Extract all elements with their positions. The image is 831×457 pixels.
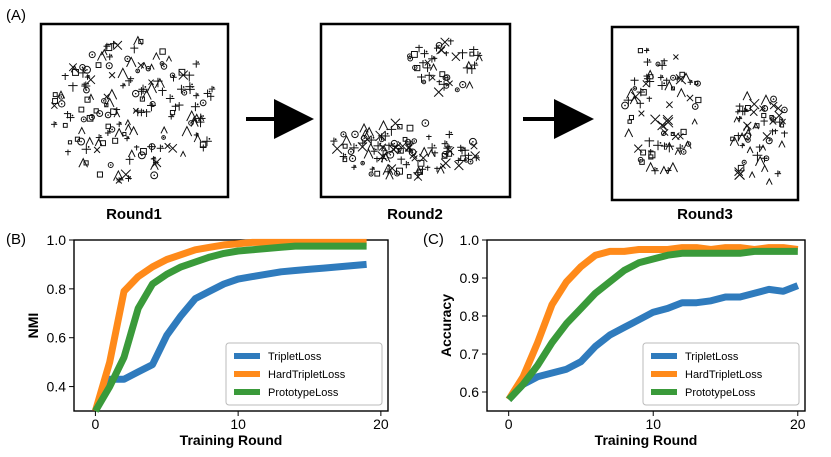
round3-label: Round3 <box>677 206 733 223</box>
legend-label: PrototypeLoss <box>268 387 339 399</box>
round1-label: Round1 <box>106 206 162 223</box>
series-line-hardtripletloss <box>92 238 367 412</box>
series-line-tripletloss <box>506 282 800 403</box>
plot-frame <box>486 239 806 412</box>
y-tick-label: 0.8 <box>460 308 480 324</box>
series-line-prototypeloss <box>506 247 798 403</box>
plot-frame <box>73 239 389 412</box>
y-tick-label: 0.7 <box>460 346 480 362</box>
x-tick-label: 10 <box>230 416 246 432</box>
y-tick-label: 0.6 <box>47 330 67 346</box>
x-axis-title: Training Round <box>595 432 698 448</box>
legend-box <box>642 342 800 406</box>
tsne-round2-frame <box>319 22 512 199</box>
x-axis-title: Training Round <box>180 432 283 448</box>
y-axis-title: Accuracy <box>438 294 454 357</box>
legend-label: HardTripletLoss <box>268 369 346 381</box>
y-axis-title: NMI <box>25 313 41 339</box>
series-line-tripletloss <box>92 260 367 413</box>
y-tick-label: 0.6 <box>460 384 480 400</box>
y-tick-label: 0.8 <box>47 281 67 297</box>
legend-label: TripletLoss <box>268 351 322 363</box>
legend-label: HardTripletLoss <box>685 369 763 381</box>
round2-label: Round2 <box>387 206 443 223</box>
panel-label-a: (A) <box>6 7 26 24</box>
legend-box <box>225 342 383 406</box>
tsne-round2-glyphs <box>330 37 483 181</box>
legend-label: PrototypeLoss <box>685 387 756 399</box>
x-tick-label: 20 <box>790 416 806 432</box>
series-line-prototypeloss <box>92 242 367 413</box>
x-tick-label: 20 <box>373 416 389 432</box>
tsne-round1-glyphs <box>50 35 216 184</box>
y-tick-label: 0.4 <box>47 379 67 395</box>
y-tick-label: 1.0 <box>47 232 67 248</box>
tsne-round3-glyphs <box>621 47 788 185</box>
panel-label-c: (C) <box>423 231 444 248</box>
y-tick-label: 0.9 <box>460 270 480 286</box>
x-tick-label: 0 <box>505 416 513 432</box>
panel-label-b: (B) <box>6 231 26 248</box>
x-tick-label: 0 <box>92 416 100 432</box>
y-tick-label: 1.0 <box>460 232 480 248</box>
tsne-round3-frame <box>610 25 800 202</box>
legend-label: TripletLoss <box>685 351 739 363</box>
x-tick-label: 10 <box>645 416 661 432</box>
